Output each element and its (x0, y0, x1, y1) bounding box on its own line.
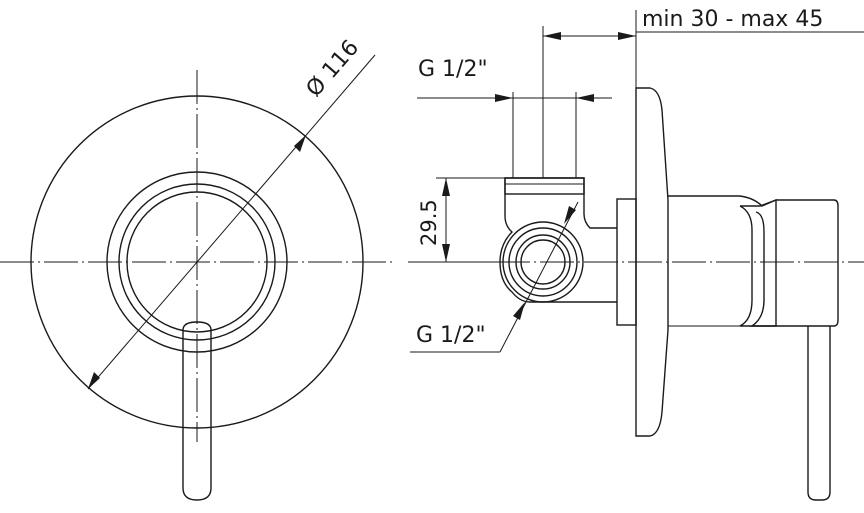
side-conn-arrow-lower (513, 302, 525, 320)
handle-lever-side (807, 326, 831, 501)
side-connection-inner (515, 234, 571, 290)
top-conn-arrow-left (495, 94, 513, 102)
top-connection (504, 177, 585, 195)
handle-body-cap (740, 198, 777, 327)
escutcheon-inner-ring (126, 191, 268, 333)
diameter-arrow-lower (88, 372, 100, 389)
wall-flange (616, 198, 637, 326)
side-view: min 30 - max 45 G 1/2" 29.5 G 1/2" (408, 7, 864, 501)
escutcheon-middle-ring (118, 183, 276, 341)
valve-body (499, 177, 617, 303)
height-arrow-top (442, 178, 450, 196)
side-connection-label: G 1/2" (416, 323, 486, 348)
cover-plate-profile (635, 87, 669, 437)
escutcheon-outer-ring (106, 171, 288, 353)
top-connection-label: G 1/2" (418, 57, 488, 82)
depth-arrow-left (543, 32, 561, 40)
side-conn-arrow-upper (564, 206, 576, 224)
handle-lever (182, 321, 212, 501)
height-arrow-bottom (442, 244, 450, 262)
top-conn-arrow-right (576, 94, 594, 102)
front-view: Ø 116 (0, 35, 392, 501)
height-label: 29.5 (417, 199, 441, 246)
depth-arrow-right (618, 32, 636, 40)
side-connection-bore (520, 239, 566, 285)
depth-label: min 30 - max 45 (642, 7, 823, 32)
diameter-arrow-upper (294, 135, 306, 152)
diameter-label: Ø 116 (302, 35, 364, 101)
side-connection-mid (508, 227, 578, 297)
diameter-dimension-line (87, 54, 376, 390)
cover-plate-outline (30, 95, 364, 429)
side-conn-leader (499, 201, 579, 353)
handle-body (668, 195, 839, 327)
